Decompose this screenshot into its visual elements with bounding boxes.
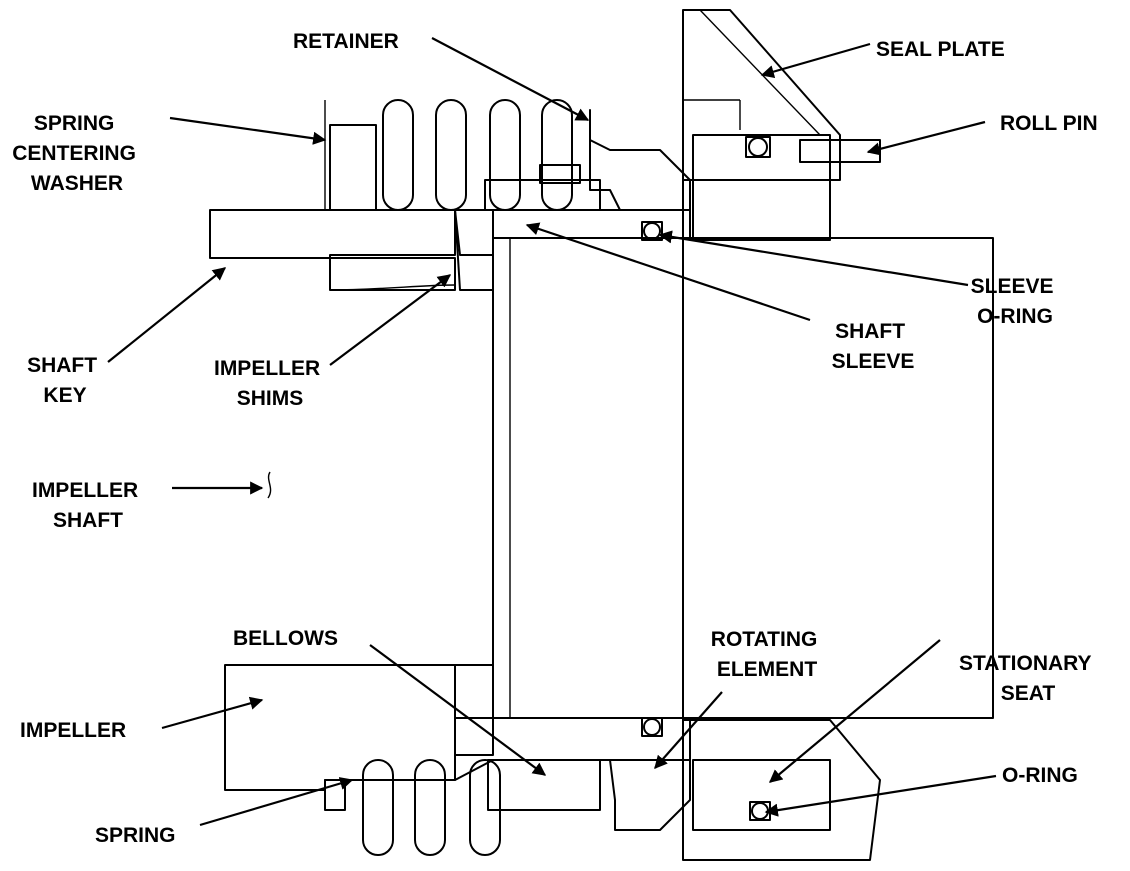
spring-centering-washer-drawing <box>324 100 377 211</box>
shaft-sleeve-bottom <box>454 717 691 781</box>
leader-impeller-shims <box>329 274 452 366</box>
label-rotating-element: ROTATING ELEMENT <box>711 628 823 681</box>
rotating-element-bottom <box>487 717 691 831</box>
impeller-bottom <box>224 664 494 791</box>
label-stationary-seat: STATIONARY SEAT <box>959 652 1097 705</box>
spring-coils-bottom <box>324 759 501 856</box>
label-shaft-sleeve: SHAFT SLEEVE <box>832 320 915 373</box>
stationary-seat-top <box>692 134 881 241</box>
leader-rotating-element <box>654 691 723 769</box>
label-spring: SPRING <box>95 824 176 847</box>
leader-seal-plate <box>760 42 871 79</box>
leader-spring <box>199 777 354 827</box>
label-roll-pin: ROLL PIN <box>1000 112 1098 135</box>
leader-impeller <box>161 696 264 730</box>
label-spring-centering-washer: SPRING CENTERING WASHER <box>12 112 142 195</box>
label-seal-plate: SEAL PLATE <box>876 38 1005 61</box>
leader-spring-centering-washer <box>169 116 327 145</box>
shaft-break-line <box>267 471 272 499</box>
labels: RETAINER SEAL PLATE SPRING CENTERING WAS… <box>12 30 1097 847</box>
spring-coils-top <box>382 99 573 211</box>
leader-lines <box>107 37 997 827</box>
impeller-top <box>209 209 456 291</box>
drawing <box>209 9 994 861</box>
seal-plate-drawing <box>682 9 881 861</box>
stationary-seat-bottom <box>692 759 831 831</box>
leader-bellows <box>369 644 547 776</box>
leader-shaft-key <box>107 267 227 363</box>
label-sleeve-o-ring: SLEEVE O-RING <box>971 275 1060 328</box>
leader-o-ring <box>764 774 997 817</box>
label-impeller: IMPELLER <box>20 719 126 742</box>
label-o-ring: O-RING <box>1002 764 1078 787</box>
label-impeller-shaft: IMPELLER SHAFT <box>32 479 144 532</box>
label-impeller-shims: IMPELLER SHIMS <box>214 357 326 410</box>
leader-roll-pin <box>866 120 986 156</box>
label-retainer: RETAINER <box>293 30 399 53</box>
leader-retainer <box>431 37 590 121</box>
label-shaft-key: SHAFT KEY <box>27 354 103 407</box>
leader-sleeve-o-ring <box>658 230 969 287</box>
rotating-element-top <box>484 109 691 211</box>
leader-shaft-sleeve <box>525 222 811 322</box>
leader-stationary-seat <box>768 639 941 783</box>
label-bellows: BELLOWS <box>233 627 338 650</box>
